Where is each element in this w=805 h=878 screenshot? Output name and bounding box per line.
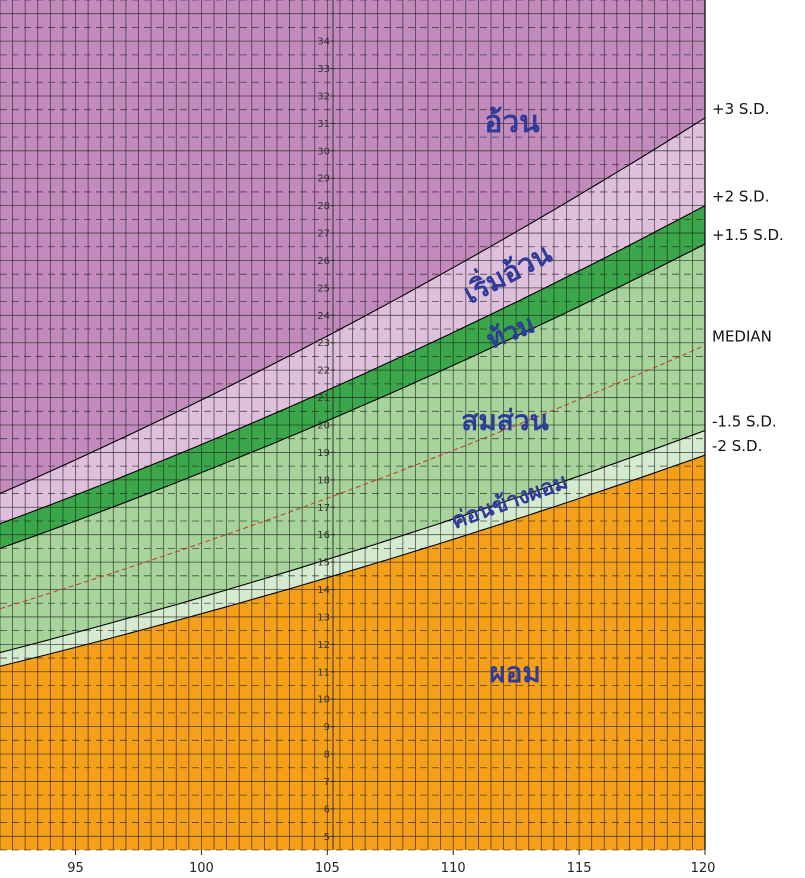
zone-label-3: สมส่วน	[461, 404, 549, 437]
sd-curves	[0, 117, 706, 667]
y-tick-label: 12	[317, 640, 330, 651]
y-tick-label: 24	[317, 311, 330, 322]
y-tick-label: 14	[317, 585, 330, 596]
y-tick-label: 31	[317, 119, 330, 130]
curve--1-5-s-d-	[0, 429, 706, 654]
y-tick-label: 7	[324, 777, 330, 788]
y-tick-label: 28	[317, 201, 330, 212]
curve--2-s-d-	[0, 205, 706, 525]
curve--3-s-d-	[0, 117, 706, 495]
y-tick-label: 9	[324, 722, 330, 733]
sd-labels: +3 S.D. +2 S.D. +1.5 S.D. MEDIAN -1.5 S.D. -2…	[712, 100, 784, 455]
curve--2-s-d-	[0, 454, 706, 667]
y-tick-label: 19	[317, 448, 330, 459]
sd-label--1-5-s-d-: -1.5 S.D.	[712, 412, 777, 430]
y-tick-label: 16	[317, 530, 330, 541]
curve-median	[0, 345, 706, 610]
y-tick-label: 11	[317, 667, 330, 678]
y-tick-label: 34	[317, 37, 330, 48]
grid-lines	[0, 0, 706, 851]
x-tick-label: 115	[567, 861, 592, 876]
y-tick-label: 33	[317, 64, 330, 75]
y-tick-label: 6	[324, 804, 330, 815]
y-axis-ticks: 5 6 7 8 9 10 11 12 13 14 15 16 17 18 19 20 21 22 23 24 25 26 2…	[317, 37, 335, 843]
y-tick-label: 21	[317, 393, 330, 404]
y-tick-label: 5	[324, 832, 330, 843]
sd-label--3-s-d-: +3 S.D.	[712, 100, 770, 118]
y-tick-label: 18	[317, 475, 330, 486]
y-tick-label: 17	[317, 503, 330, 514]
y-tick-label: 25	[317, 283, 330, 294]
x-tick-label: 120	[691, 861, 716, 876]
sd-label--1-5-s-d-: +1.5 S.D.	[712, 226, 784, 244]
y-tick-label: 29	[317, 174, 330, 185]
y-tick-label: 26	[317, 256, 330, 267]
sd-label--2-s-d-: +2 S.D.	[712, 188, 770, 206]
y-tick-label: 15	[317, 558, 330, 569]
y-tick-label: 22	[317, 366, 330, 377]
y-tick-label: 30	[317, 146, 330, 157]
y-tick-label: 8	[324, 750, 330, 761]
x-tick-label: 105	[315, 861, 340, 876]
y-tick-label: 32	[317, 91, 330, 102]
y-tick-label: 10	[317, 695, 330, 706]
x-tick-label: 110	[441, 861, 466, 876]
x-axis-ticks: 95 100 105 110 115 120	[67, 850, 715, 876]
y-tick-label: 27	[317, 229, 330, 240]
zone-label-5: ผอม	[489, 656, 541, 689]
y-tick-label: 13	[317, 612, 330, 623]
x-tick-label: 95	[67, 861, 84, 876]
sd-label-median: MEDIAN	[712, 327, 772, 345]
zone-label-0: อ้วน	[484, 105, 540, 140]
x-tick-label: 100	[189, 861, 214, 876]
curve--1-5-s-d-	[0, 243, 706, 549]
y-tick-label: 23	[317, 338, 330, 349]
sd-label--2-s-d-: -2 S.D.	[712, 437, 762, 455]
y-tick-label: 20	[317, 421, 330, 432]
